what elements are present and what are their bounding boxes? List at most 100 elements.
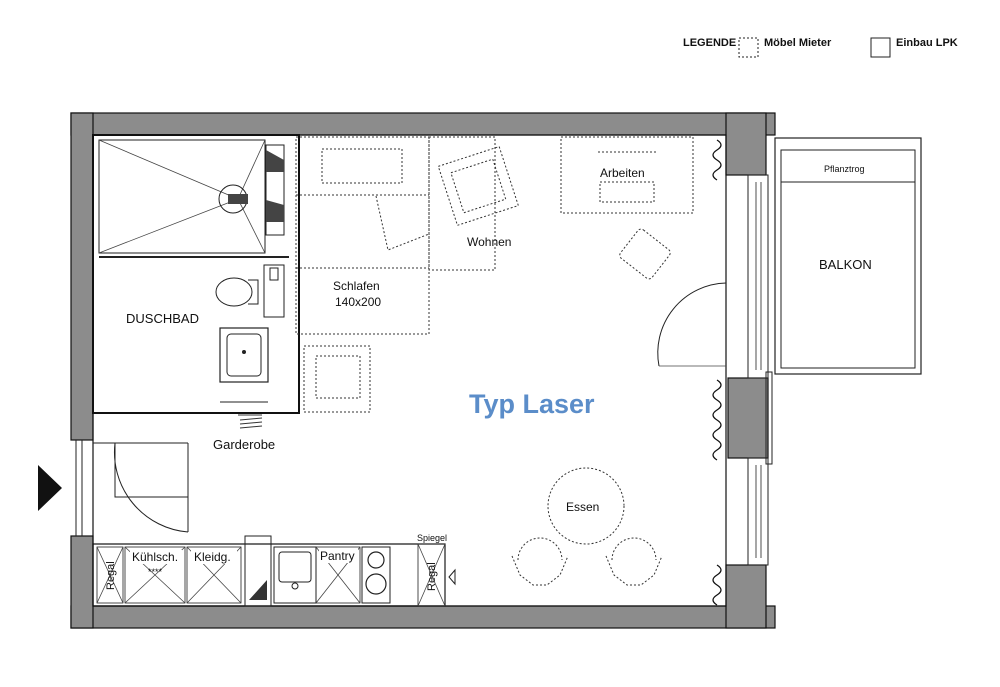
pantry-label-bg — [319, 549, 358, 563]
sleep-label: Schlafen — [333, 279, 380, 293]
entrance-door-jamb — [114, 443, 188, 498]
bed: Schlafen 140x200 — [295, 136, 430, 335]
shower-tray — [98, 139, 266, 254]
planter-label: Pflanztrog — [824, 164, 865, 174]
shelf-right-label: Regal — [426, 562, 438, 591]
kitchen-sink-icon — [273, 546, 317, 604]
legend-tenant-swatch — [738, 37, 759, 58]
bed-frame — [295, 136, 430, 335]
shower-slope-4 — [237, 198, 266, 254]
wardrobe: Garderobe — [213, 414, 275, 452]
fridge-label-bg — [130, 550, 182, 564]
pantry-box — [315, 546, 361, 604]
dining-chair-right-icon — [605, 537, 663, 586]
legend: LEGENDE Möbel Mieter Einbau LPK — [683, 37, 958, 58]
glazing — [747, 174, 773, 566]
dining-label: Essen — [566, 500, 599, 514]
dining-table-icon — [547, 467, 625, 545]
shelf-left-diag-2 — [96, 546, 124, 604]
wc-tank — [263, 264, 285, 318]
legend-builtin-swatch — [870, 37, 891, 58]
window-frame — [747, 457, 769, 566]
bath-walls — [92, 134, 300, 414]
toilet-seat — [248, 279, 259, 305]
wall-left-lower — [70, 535, 94, 629]
entrance-arrow-icon — [38, 465, 62, 511]
legend-title: LEGENDE — [683, 37, 736, 49]
balcony-door-frame — [747, 174, 769, 379]
sofa — [428, 136, 496, 271]
bed-duvet-fold — [375, 195, 430, 251]
fridge-rating: **** — [148, 567, 163, 577]
curtain-middle-icon — [712, 379, 722, 461]
closet-label: Kleidg. — [194, 550, 231, 564]
wardrobe-hanger-3 — [239, 425, 263, 429]
balcony-outline — [774, 137, 922, 375]
flush-button-icon — [269, 267, 279, 281]
kitchen-row: Regal Kühlsch. **** Kleidg. Pantry — [92, 533, 456, 607]
curtains — [712, 139, 722, 606]
wall-right-top — [725, 112, 767, 176]
closet-box — [186, 546, 242, 604]
living-label: Wohnen — [467, 235, 511, 249]
wall-right-bottom — [725, 564, 767, 629]
shower-shelf — [265, 144, 285, 236]
fridge-label: Kühlsch. — [132, 550, 178, 564]
washbasin-bowl — [226, 333, 262, 377]
mirror-label: Spiegel — [417, 533, 447, 543]
wardrobe-hanger-1 — [239, 417, 263, 421]
work-label: Arbeiten — [600, 166, 645, 180]
shelf-right-box — [417, 543, 446, 607]
wall-left-upper — [70, 112, 94, 441]
column-marker-icon — [249, 580, 267, 600]
shower-slope-2 — [98, 198, 239, 254]
bath-label: DUSCHBAD — [126, 311, 199, 326]
bed-pillow — [321, 148, 403, 184]
shower-slope-3 — [237, 139, 266, 200]
apartment-type-title: Typ Laser — [469, 389, 595, 419]
balcony-label: BALKON — [819, 257, 872, 272]
hob-burner-1 — [367, 551, 385, 569]
room-boundary — [92, 134, 727, 607]
toilet-icon — [215, 277, 253, 307]
shelf-right-diag-2 — [417, 543, 446, 607]
closet-label-bg — [191, 550, 237, 564]
walls — [70, 112, 776, 629]
shower-slope-1 — [98, 139, 239, 200]
pantry-label: Pantry — [320, 549, 355, 563]
ottoman-icon — [303, 345, 371, 413]
kitchen-tap-icon — [291, 582, 299, 590]
wall-bottom — [70, 605, 776, 629]
legend-builtin-label: Einbau LPK — [896, 37, 958, 49]
balcony-door-swing — [657, 282, 727, 367]
curtain-bottom-icon — [712, 564, 722, 606]
armchair-icon — [437, 145, 519, 226]
wall-right-middle — [727, 377, 769, 459]
dining-chair-left-icon — [511, 537, 569, 586]
shower-drain-icon — [228, 194, 248, 204]
curtain-top-icon — [712, 139, 722, 181]
washbasin-drain — [242, 350, 246, 354]
hob-burner-2 — [365, 573, 387, 595]
dining: Essen — [511, 467, 663, 586]
entrance — [38, 440, 189, 536]
window-frame-middle — [765, 371, 773, 465]
desk-drawer — [599, 181, 655, 203]
desk-top — [560, 136, 694, 214]
kitchen-sink-bowl — [278, 551, 312, 583]
desk-chair-icon — [619, 228, 671, 280]
legend-tenant-label: Möbel Mieter — [764, 37, 832, 49]
balcony-railing — [780, 149, 916, 369]
fridge-box — [124, 546, 186, 604]
bed-size-label: 140x200 — [335, 295, 381, 309]
hob-icon — [361, 546, 391, 604]
wall-top — [70, 112, 776, 136]
shelf-left-box — [96, 546, 124, 604]
shelf-left-label: Regal — [105, 561, 117, 590]
kitchen-column — [244, 535, 272, 607]
washbasin-icon — [219, 327, 269, 383]
bathroom: DUSCHBAD — [92, 134, 300, 414]
mirror-marker-icon — [448, 568, 456, 586]
shower-shelf-bracket-bottom — [266, 200, 284, 222]
